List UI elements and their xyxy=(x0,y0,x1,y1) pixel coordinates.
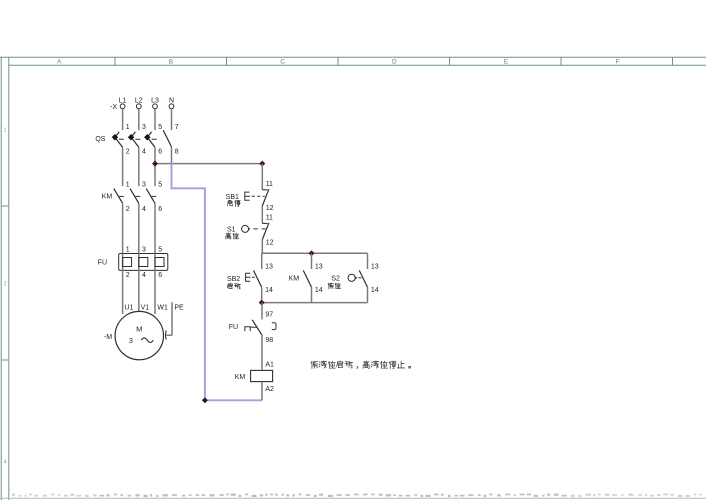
svg-text:PE: PE xyxy=(174,304,184,311)
svg-text:E: E xyxy=(504,59,509,66)
svg-text:N: N xyxy=(169,98,174,105)
svg-text:1: 1 xyxy=(126,182,130,189)
svg-text:S1: S1 xyxy=(227,226,236,233)
svg-text:4: 4 xyxy=(142,206,146,213)
svg-text:KM: KM xyxy=(289,276,300,283)
svg-text:SB2: SB2 xyxy=(227,276,240,283)
svg-text:14: 14 xyxy=(315,287,323,294)
svg-text:D: D xyxy=(392,59,397,66)
svg-text:1: 1 xyxy=(126,124,130,131)
svg-text:6: 6 xyxy=(158,149,162,156)
svg-text:13: 13 xyxy=(265,263,273,270)
svg-text:2: 2 xyxy=(3,281,6,287)
svg-text:14: 14 xyxy=(265,287,273,294)
svg-text:1: 1 xyxy=(126,246,130,253)
svg-text:B: B xyxy=(169,59,173,66)
svg-text:3: 3 xyxy=(129,336,133,345)
svg-text:4: 4 xyxy=(142,272,146,279)
svg-text:FU: FU xyxy=(98,260,107,267)
svg-text:4: 4 xyxy=(142,149,146,156)
svg-text:FU: FU xyxy=(229,324,238,331)
svg-text:F: F xyxy=(616,59,620,66)
svg-text:3: 3 xyxy=(142,182,146,189)
svg-text:U1: U1 xyxy=(124,304,133,311)
svg-text:11: 11 xyxy=(266,181,273,188)
svg-text:2: 2 xyxy=(126,206,130,213)
svg-text:KM: KM xyxy=(102,194,113,201)
svg-text:4: 4 xyxy=(3,459,6,465)
svg-text:L3: L3 xyxy=(151,98,159,105)
svg-text:14: 14 xyxy=(371,287,379,294)
svg-text:M: M xyxy=(136,325,142,334)
svg-text:7: 7 xyxy=(175,124,179,131)
svg-text:13: 13 xyxy=(371,263,379,270)
svg-text:5: 5 xyxy=(158,124,162,131)
svg-text:2: 2 xyxy=(126,149,130,156)
svg-text:SB1: SB1 xyxy=(226,194,239,201)
svg-text:L1: L1 xyxy=(119,98,127,105)
svg-text:W1: W1 xyxy=(157,304,168,311)
svg-text:-X: -X xyxy=(110,104,117,111)
svg-text:S2: S2 xyxy=(331,275,340,282)
svg-text:8: 8 xyxy=(175,149,179,156)
svg-text:A1: A1 xyxy=(265,362,274,369)
svg-text:11: 11 xyxy=(266,214,273,221)
svg-text:2: 2 xyxy=(126,272,130,279)
svg-text:12: 12 xyxy=(266,205,274,212)
svg-text:-M: -M xyxy=(104,334,112,341)
svg-text:1: 1 xyxy=(3,127,6,133)
svg-text:12: 12 xyxy=(266,240,274,247)
svg-text:3: 3 xyxy=(142,124,146,131)
svg-text:C: C xyxy=(280,59,285,66)
svg-text:97: 97 xyxy=(265,311,273,318)
svg-text:13: 13 xyxy=(315,263,323,270)
svg-text:A2: A2 xyxy=(265,386,274,393)
svg-text:QS: QS xyxy=(95,136,105,143)
svg-text:6: 6 xyxy=(158,272,162,279)
svg-text:5: 5 xyxy=(158,246,162,253)
svg-text:98: 98 xyxy=(265,337,273,344)
svg-text:V1: V1 xyxy=(141,304,150,311)
svg-text:6: 6 xyxy=(158,206,162,213)
svg-text:5: 5 xyxy=(158,182,162,189)
svg-text:A: A xyxy=(57,59,62,66)
svg-text:KM: KM xyxy=(235,374,246,381)
svg-text:L2: L2 xyxy=(135,98,143,105)
svg-text:3: 3 xyxy=(142,246,146,253)
